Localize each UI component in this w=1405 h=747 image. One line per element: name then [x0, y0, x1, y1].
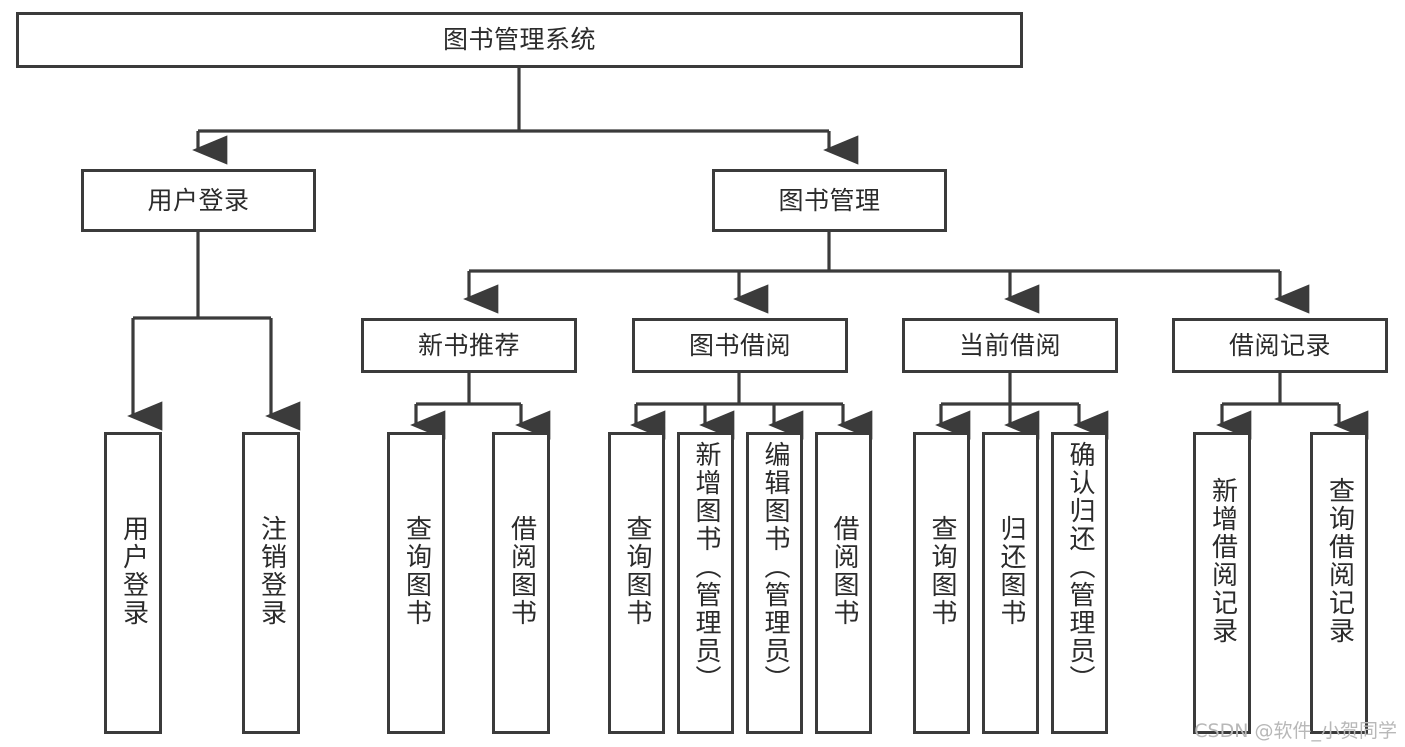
node-label: 查询图书 — [622, 515, 653, 627]
leaf-current-borrow-confirm-return-admin[interactable]: 确认归还（管理员） — [1051, 432, 1108, 734]
node-book-management[interactable]: 图书管理 — [712, 169, 947, 232]
node-label: 编辑图书（管理员） — [760, 441, 791, 693]
node-label: 查询图书 — [401, 515, 432, 627]
leaf-book-borrow-edit-book-admin[interactable]: 编辑图书（管理员） — [746, 432, 803, 734]
node-label: 确认归还（管理员） — [1065, 441, 1096, 693]
watermark-text: CSDN @软件_小贺同学 — [1194, 720, 1397, 742]
node-label: 新增借阅记录 — [1207, 477, 1238, 645]
node-label: 用户登录 — [147, 185, 250, 215]
leaf-book-borrow-query-book[interactable]: 查询图书 — [608, 432, 665, 734]
node-root-book-management-system[interactable]: 图书管理系统 — [16, 12, 1023, 68]
node-label: 借阅图书 — [829, 515, 860, 627]
node-new-book-recommend[interactable]: 新书推荐 — [361, 318, 577, 373]
leaf-book-borrow-borrow-book[interactable]: 借阅图书 — [815, 432, 872, 734]
node-label: 图书管理 — [778, 185, 881, 215]
node-label: 图书管理系统 — [442, 25, 596, 55]
node-label: 新书推荐 — [417, 330, 520, 360]
node-book-borrow[interactable]: 图书借阅 — [632, 318, 848, 373]
node-label: 用户登录 — [118, 515, 149, 627]
leaf-book-borrow-add-book-admin[interactable]: 新增图书（管理员） — [677, 432, 734, 734]
node-label: 注销登录 — [256, 515, 287, 627]
node-label: 当前借阅 — [958, 330, 1061, 360]
node-borrow-record[interactable]: 借阅记录 — [1172, 318, 1388, 373]
leaf-current-borrow-return-book[interactable]: 归还图书 — [982, 432, 1039, 734]
node-label: 新增图书（管理员） — [691, 441, 722, 693]
node-label: 借阅图书 — [506, 515, 537, 627]
node-label: 查询图书 — [927, 515, 958, 627]
leaf-current-borrow-query-book[interactable]: 查询图书 — [913, 432, 970, 734]
leaf-borrow-record-add-record[interactable]: 新增借阅记录 — [1193, 432, 1251, 734]
leaf-new-book-borrow-book[interactable]: 借阅图书 — [492, 432, 550, 734]
leaf-borrow-record-query-record[interactable]: 查询借阅记录 — [1310, 432, 1368, 734]
node-label: 借阅记录 — [1228, 330, 1331, 360]
node-current-borrow[interactable]: 当前借阅 — [902, 318, 1118, 373]
node-label: 归还图书 — [996, 515, 1027, 627]
leaf-user-login-login[interactable]: 用户登录 — [104, 432, 162, 734]
leaf-new-book-query-book[interactable]: 查询图书 — [387, 432, 445, 734]
leaf-user-login-logout[interactable]: 注销登录 — [242, 432, 300, 734]
node-label: 图书借阅 — [688, 330, 791, 360]
node-label: 查询借阅记录 — [1324, 477, 1355, 645]
node-user-login[interactable]: 用户登录 — [81, 169, 316, 232]
